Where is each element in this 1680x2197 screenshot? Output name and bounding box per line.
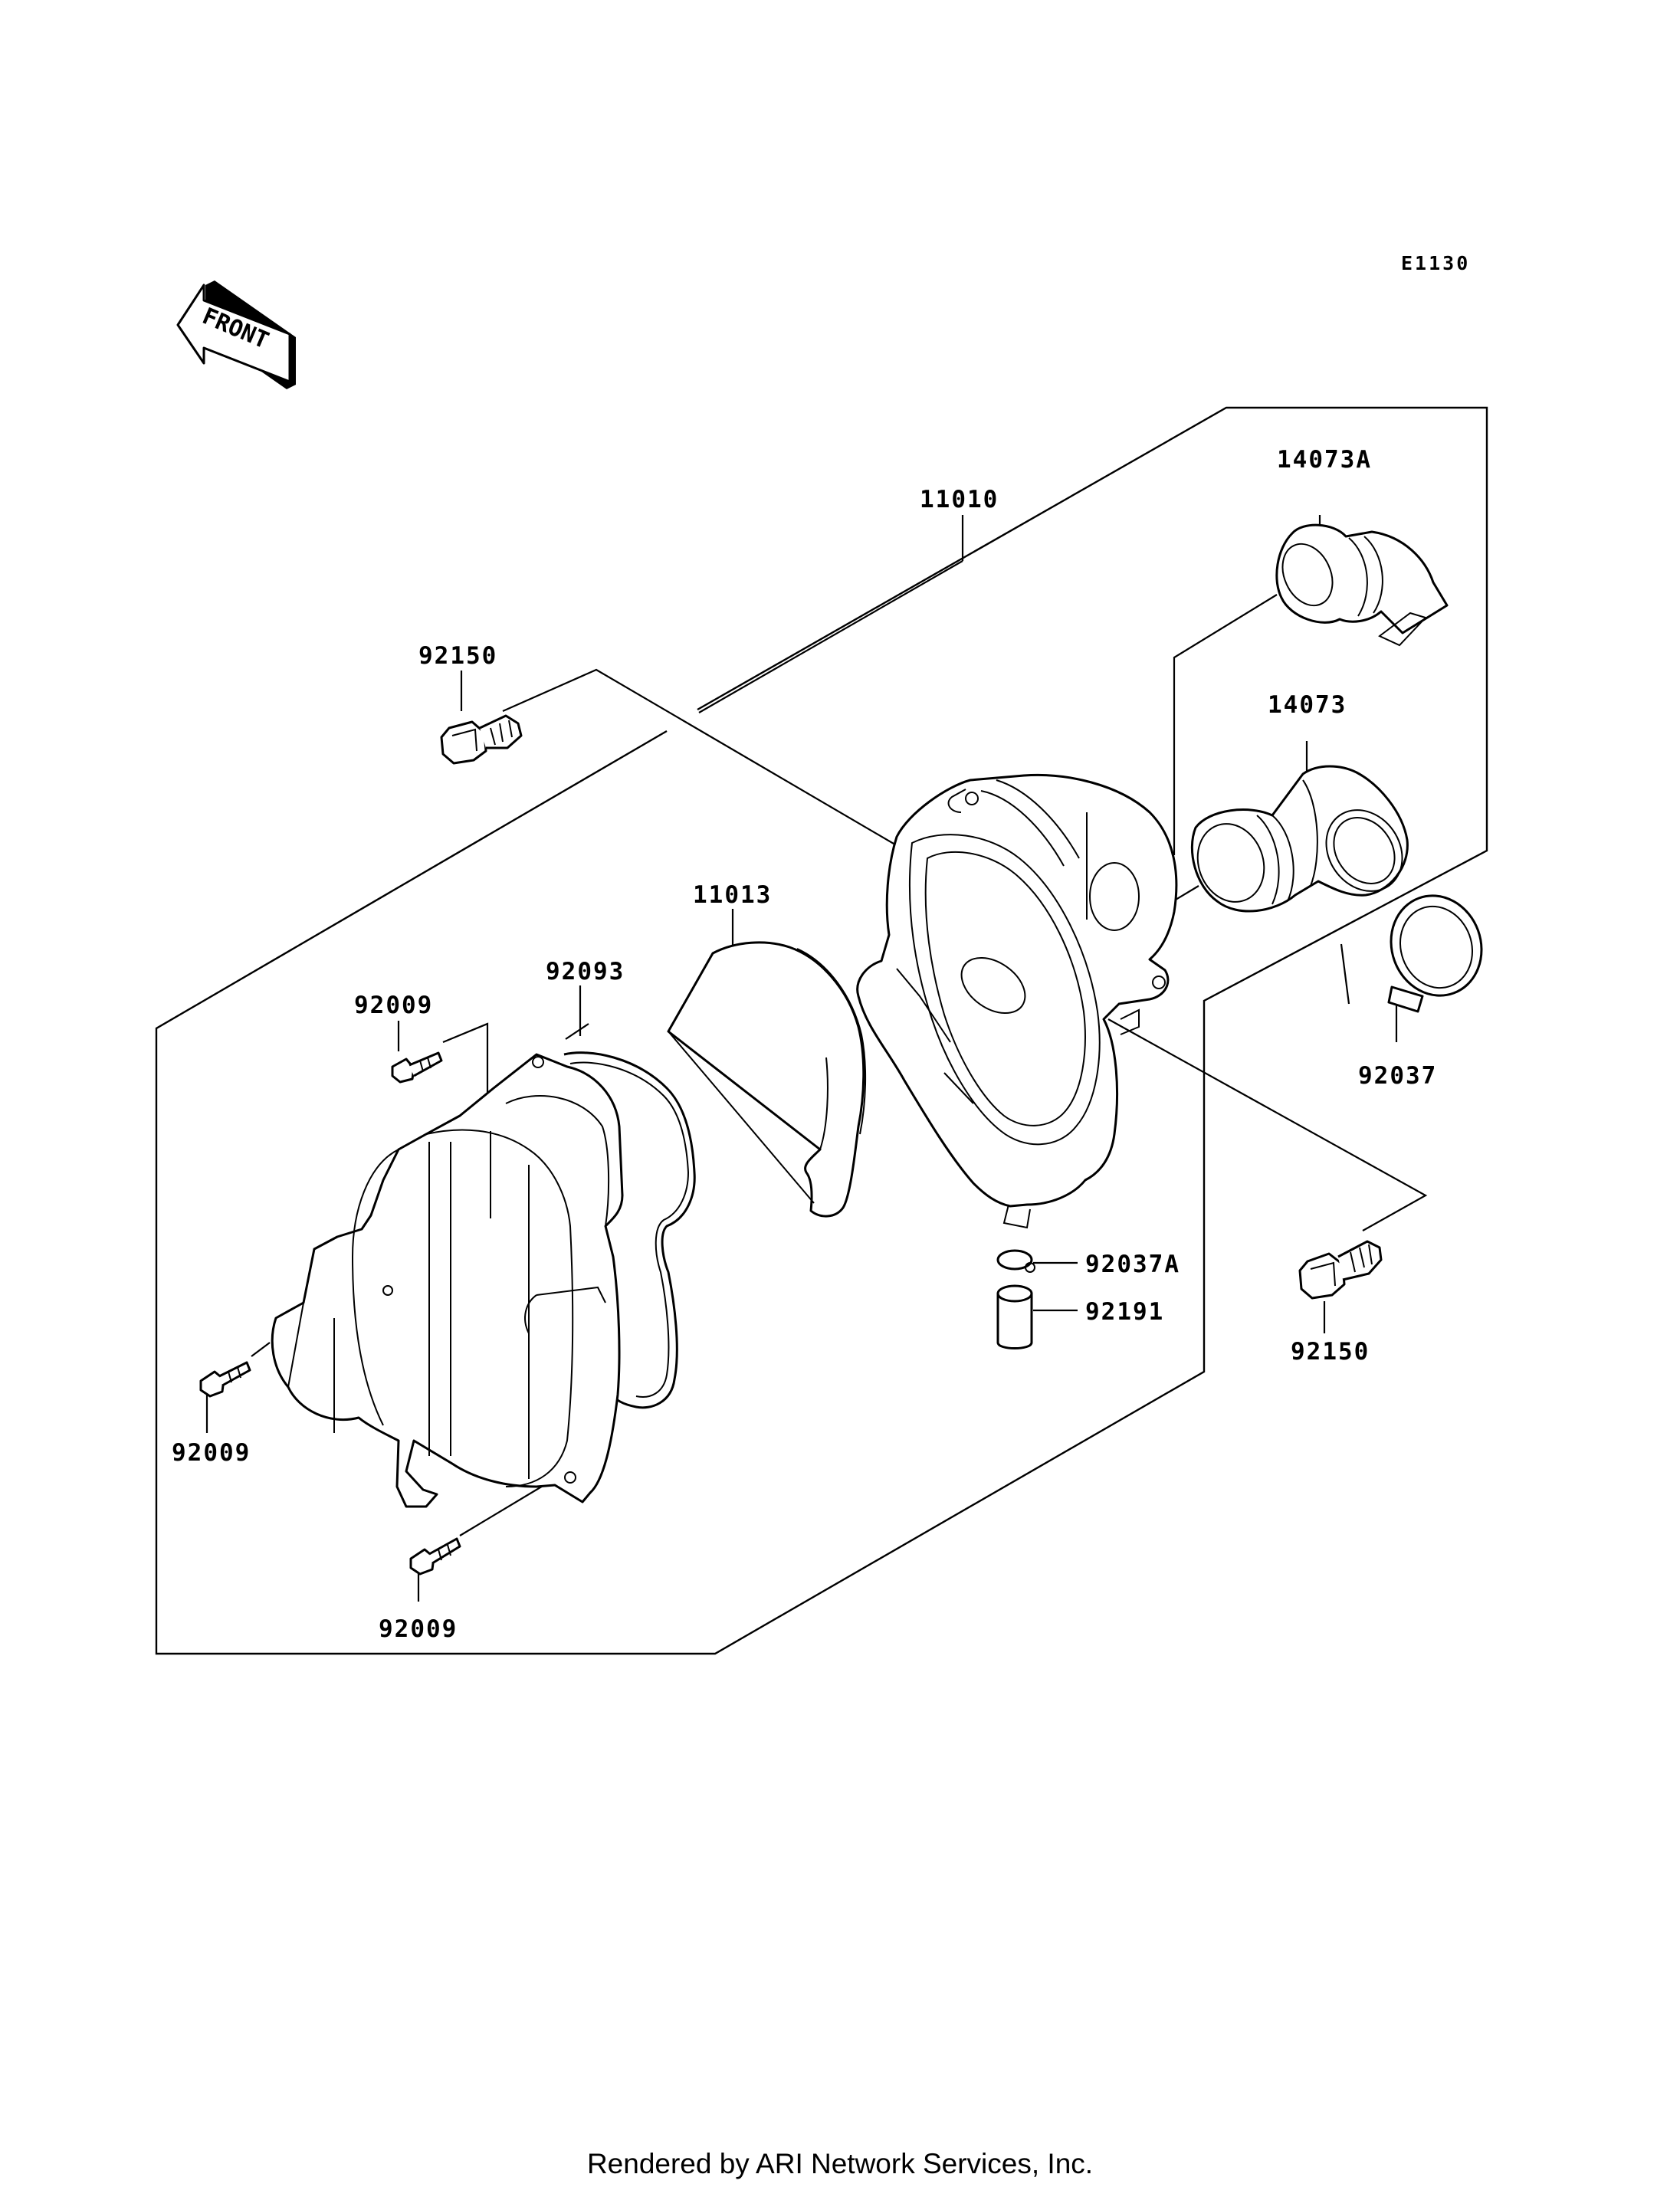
clamp-band [1387, 894, 1483, 1013]
callout-screw-left: 92009 [172, 1439, 251, 1467]
callout-bolt-top: 92150 [418, 642, 497, 670]
clamp-a-icon [996, 1249, 1035, 1273]
air-box-housing [856, 773, 1178, 1229]
filter-element [667, 941, 867, 1218]
callout-clamp-a: 92037A [1085, 1251, 1180, 1278]
duct-elbow-a [1275, 523, 1449, 647]
front-arrow-icon: FRONT [176, 280, 296, 389]
seal-ring [563, 1051, 696, 1409]
callout-duct: 14073 [1268, 691, 1347, 719]
callout-cap: 92191 [1085, 1298, 1164, 1326]
callout-bolt-right: 92150 [1291, 1338, 1370, 1366]
cap-icon [996, 1284, 1033, 1349]
footer-credit: Rendered by ARI Network Services, Inc. [587, 2148, 1093, 2179]
callout-screw-lower: 92009 [379, 1615, 458, 1643]
leader-lines [205, 515, 1428, 1602]
screw-left-icon [199, 1361, 251, 1398]
diagram-code: E1130 [1401, 252, 1470, 274]
callout-element: 11013 [693, 881, 772, 909]
callout-assembly: 11010 [920, 486, 999, 513]
duct-intake [1190, 765, 1409, 913]
assembly-outline [155, 406, 1488, 1655]
air-cleaner-cover [271, 1053, 624, 1508]
bolt-right-icon [1298, 1240, 1383, 1300]
callout-clamp: 92037 [1358, 1062, 1437, 1090]
screw-upper-icon [391, 1051, 443, 1084]
callout-duct-a: 14073A [1277, 446, 1372, 474]
callout-screw-upper: 92009 [354, 992, 433, 1019]
screw-lower-icon [409, 1537, 461, 1576]
bolt-top-icon [440, 714, 523, 765]
callout-seal: 92093 [546, 958, 625, 985]
